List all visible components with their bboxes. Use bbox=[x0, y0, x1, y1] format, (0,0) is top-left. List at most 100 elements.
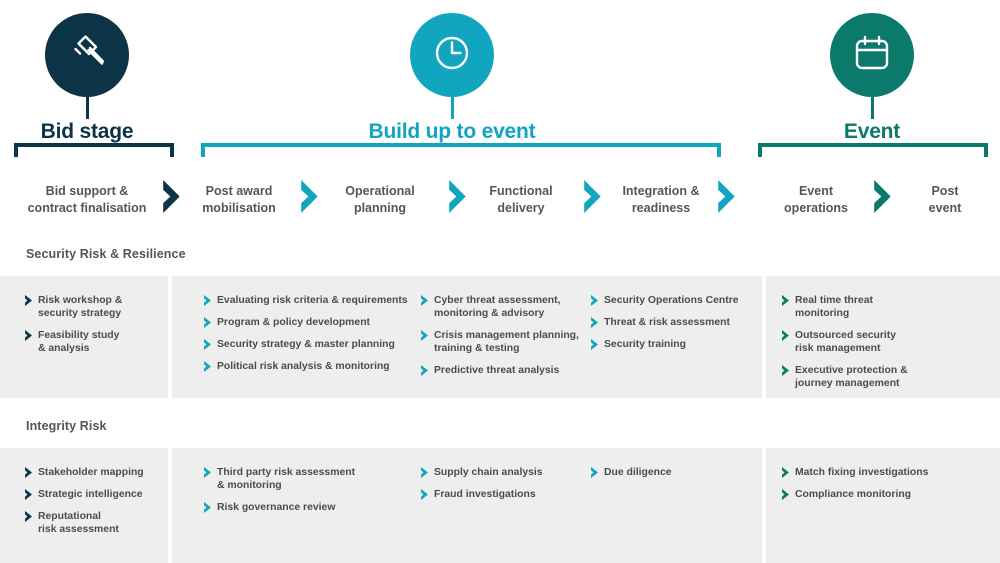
list-item[interactable]: Security Operations Centre bbox=[590, 294, 760, 307]
chevron-right-icon bbox=[24, 489, 33, 500]
timeline-step-1[interactable]: Bid support &contract finalisation bbox=[27, 184, 147, 215]
list-item[interactable]: Predictive threat analysis bbox=[420, 364, 588, 377]
chevron-right-icon bbox=[203, 339, 212, 350]
chevron-right-icon bbox=[203, 502, 212, 513]
list-item-label: Strategic intelligence bbox=[38, 489, 143, 500]
list-item-label: Due diligence bbox=[604, 467, 672, 478]
list-item-label: Third party risk assessment& monitoring bbox=[217, 467, 356, 491]
chevron-right-icon bbox=[590, 317, 599, 328]
list-item-label: Risk governance review bbox=[217, 502, 336, 513]
timeline-chevron-1 bbox=[161, 180, 183, 218]
list-item-label: Feasibility study& analysis bbox=[38, 330, 120, 354]
timeline-chevron-3 bbox=[447, 180, 469, 218]
list-item-label: Fraud investigations bbox=[434, 489, 536, 500]
list-item[interactable]: Evaluating risk criteria & requirements bbox=[203, 294, 415, 307]
phase-icon-circle-bid bbox=[45, 13, 129, 97]
phase-title-build: Build up to event bbox=[368, 120, 536, 143]
phase-bracket-bid bbox=[14, 143, 174, 157]
list-item[interactable]: Threat & risk assessment bbox=[590, 316, 760, 329]
bracket-left-cap bbox=[758, 143, 762, 157]
chevron-right-icon bbox=[781, 467, 790, 478]
list-item[interactable]: Stakeholder mapping bbox=[24, 466, 169, 479]
clock-icon bbox=[429, 30, 475, 81]
list-item[interactable]: Crisis management planning,training & te… bbox=[420, 329, 588, 355]
calendar-icon bbox=[849, 30, 895, 81]
list-item-label: Match fixing investigations bbox=[795, 467, 929, 478]
timeline-chevron-5 bbox=[716, 180, 738, 218]
phase-header-bid: Bid stage bbox=[0, 13, 187, 144]
list-item[interactable]: Feasibility study& analysis bbox=[24, 329, 169, 355]
gavel-icon bbox=[64, 30, 110, 81]
list-item[interactable]: Strategic intelligence bbox=[24, 488, 169, 501]
chevron-right-icon bbox=[420, 365, 429, 376]
chevron-right-icon bbox=[781, 330, 790, 341]
list-item[interactable]: Political risk analysis & monitoring bbox=[203, 360, 415, 373]
chevron-right-icon bbox=[24, 295, 33, 306]
chevron-right-icon bbox=[203, 467, 212, 478]
list-item-label: Program & policy development bbox=[217, 317, 371, 328]
list-item-label: Stakeholder mapping bbox=[38, 467, 144, 478]
section-2-column-4: Due diligence bbox=[590, 466, 760, 488]
list-item-label: Compliance monitoring bbox=[795, 489, 912, 500]
list-item-label: Evaluating risk criteria & requirements bbox=[217, 295, 408, 306]
list-item-label: Crisis management planning,training & te… bbox=[434, 330, 579, 354]
bracket-right-cap bbox=[170, 143, 174, 157]
bracket-right-cap bbox=[984, 143, 988, 157]
section-1-column-3: Cyber threat assessment,monitoring & adv… bbox=[420, 294, 588, 386]
list-item[interactable]: Compliance monitoring bbox=[781, 488, 996, 501]
chevron-right-icon bbox=[203, 295, 212, 306]
section-title-1: Security Risk & Resilience bbox=[26, 247, 186, 261]
list-item[interactable]: Third party risk assessment& monitoring bbox=[203, 466, 415, 492]
list-item[interactable]: Program & policy development bbox=[203, 316, 415, 329]
timeline-chevron-2 bbox=[299, 180, 321, 218]
chevron-right-icon bbox=[781, 295, 790, 306]
list-item[interactable]: Cyber threat assessment,monitoring & adv… bbox=[420, 294, 588, 320]
phase-header-build: Build up to event bbox=[292, 13, 612, 144]
section-2-panel-1 bbox=[0, 448, 168, 563]
list-item-label: Executive protection &journey management bbox=[795, 365, 908, 389]
list-item[interactable]: Risk workshop &security strategy bbox=[24, 294, 169, 320]
phase-stem-event bbox=[870, 97, 874, 119]
list-item-label: Security strategy & master planning bbox=[217, 339, 395, 350]
bracket-right-cap bbox=[717, 143, 721, 157]
section-title-2: Integrity Risk bbox=[26, 419, 107, 433]
list-item[interactable]: Security training bbox=[590, 338, 760, 351]
phase-icon-circle-build bbox=[410, 13, 494, 97]
list-item[interactable]: Risk governance review bbox=[203, 501, 415, 514]
list-item[interactable]: Security strategy & master planning bbox=[203, 338, 415, 351]
timeline-step-5[interactable]: Integration &readiness bbox=[622, 184, 700, 215]
bracket-left-cap bbox=[201, 143, 205, 157]
phase-stem-build bbox=[450, 97, 454, 119]
list-item[interactable]: Fraud investigations bbox=[420, 488, 588, 501]
chevron-right-icon bbox=[24, 511, 33, 522]
list-item[interactable]: Executive protection &journey management bbox=[781, 364, 996, 390]
list-item[interactable]: Supply chain analysis bbox=[420, 466, 588, 479]
list-item[interactable]: Match fixing investigations bbox=[781, 466, 996, 479]
timeline-chevron-4 bbox=[582, 180, 604, 218]
list-item-label: Predictive threat analysis bbox=[434, 365, 560, 376]
chevron-right-icon bbox=[24, 330, 33, 341]
chevron-right-icon bbox=[420, 295, 429, 306]
chevron-right-icon bbox=[590, 295, 599, 306]
phase-bracket-build bbox=[201, 143, 721, 157]
list-item-label: Political risk analysis & monitoring bbox=[217, 361, 390, 372]
list-item[interactable]: Due diligence bbox=[590, 466, 760, 479]
section-1-panel-3 bbox=[766, 276, 1000, 398]
